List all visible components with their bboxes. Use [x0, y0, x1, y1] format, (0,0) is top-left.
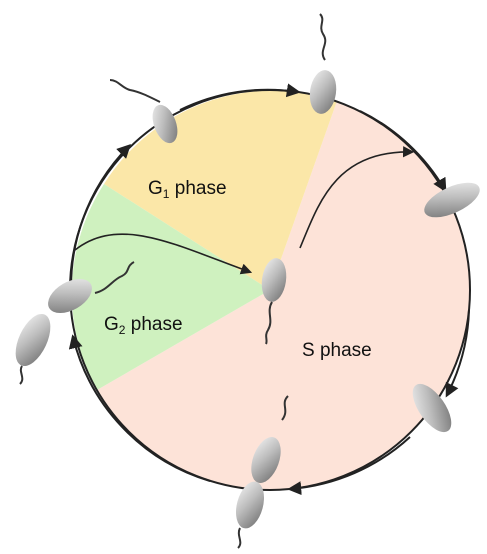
cell-bottom: [235, 395, 289, 549]
cell-bottom-right: [412, 383, 452, 433]
cell-right: [424, 182, 480, 218]
s-phase-label: S phase: [302, 340, 372, 361]
s-phase-sector: [97, 101, 470, 490]
cell-g1-top: [109, 79, 178, 144]
swim-path-arrow: [299, 146, 415, 249]
g1-phase-sector: [104, 90, 337, 290]
cell-center: [261, 258, 287, 345]
g2-phase-label: G2 phase: [104, 314, 183, 337]
cycle-arrow: [287, 436, 411, 496]
cell-left: [15, 261, 135, 385]
cycle-arrow: [359, 110, 447, 193]
cycle-arrow: [68, 334, 211, 482]
cycle-arrow: [445, 309, 470, 398]
swim-path-arrow: [74, 233, 253, 275]
g1-phase-label: G1 phase: [148, 178, 227, 201]
cycle-arrow: [179, 83, 301, 111]
g2-phase-sector: [71, 184, 270, 390]
cell-top-right: [309, 13, 337, 114]
